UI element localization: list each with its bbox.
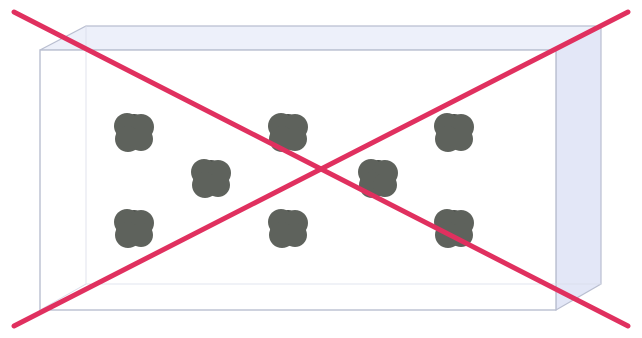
particle [114,113,154,152]
box-top-face [40,26,601,50]
particle [268,209,308,248]
particle [114,209,154,248]
box-side-face [556,26,601,310]
particle [434,113,474,152]
particle [191,159,231,198]
